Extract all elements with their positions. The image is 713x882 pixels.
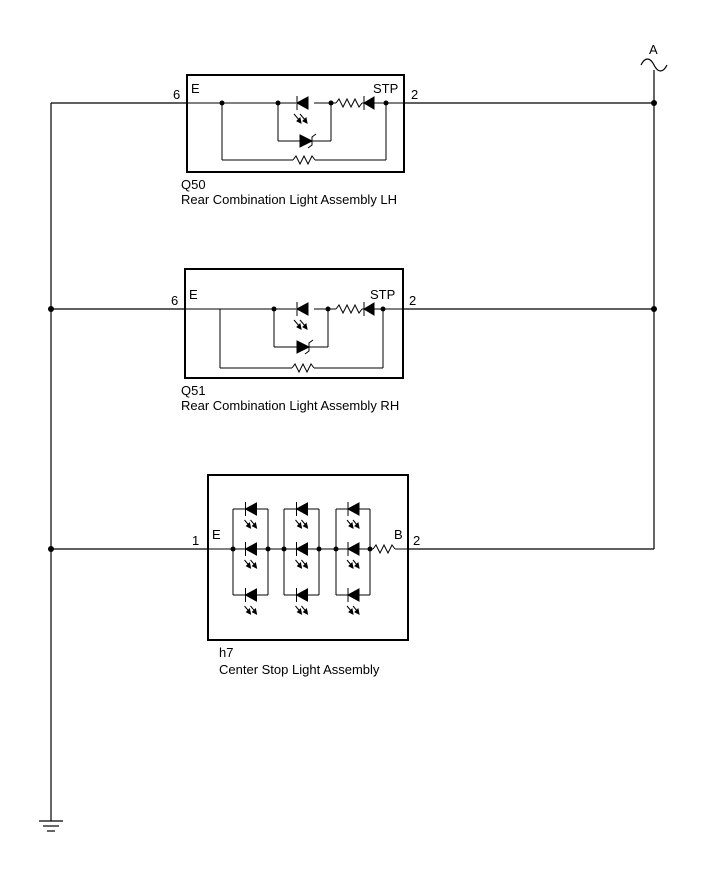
light-emission-icon <box>346 559 360 569</box>
led-icon <box>295 542 308 556</box>
wire-break-symbol <box>640 58 668 72</box>
light-emission-icon <box>244 519 258 529</box>
light-emission-icon <box>295 605 309 615</box>
junction-dot <box>48 306 54 312</box>
zener-diode-icon <box>296 339 314 355</box>
q50-pin-left-name: E <box>191 81 200 96</box>
junction-dot <box>651 306 657 312</box>
q51-pin-left-number: 6 <box>171 293 178 308</box>
led-icon <box>244 542 257 556</box>
led-icon <box>295 96 309 110</box>
light-emission-icon <box>244 559 258 569</box>
h7-led-array <box>230 502 373 615</box>
q50-pin-right-number: 2 <box>411 87 418 102</box>
q51-pin-right-name: STP <box>370 287 395 302</box>
connector-a-label: A <box>649 42 658 57</box>
q50-box <box>186 74 405 173</box>
led-icon <box>295 588 308 602</box>
junction-dot <box>48 546 54 552</box>
diode-icon <box>363 96 375 110</box>
led-icon <box>295 302 309 316</box>
q51-code: Q51 <box>181 383 206 398</box>
led-icon <box>244 502 257 516</box>
light-emission-icon <box>293 113 308 124</box>
light-emission-icon <box>293 319 308 330</box>
h7-pin-right-number: 2 <box>413 533 420 548</box>
light-emission-icon <box>295 559 309 569</box>
light-emission-icon <box>295 519 309 529</box>
q50-name: Rear Combination Light Assembly LH <box>181 192 397 207</box>
h7-pin-right-name: B <box>394 527 403 542</box>
light-emission-icon <box>244 605 258 615</box>
q50-component: 6 E STP 2 Q50 Rear Combination Light Ass… <box>173 74 418 207</box>
q51-pin-left-name: E <box>189 287 198 302</box>
q50-pin-right-name: STP <box>373 81 398 96</box>
q51-box <box>184 268 404 379</box>
h7-box <box>207 474 409 641</box>
junction-dot <box>651 100 657 106</box>
light-emission-icon <box>346 519 360 529</box>
resistor-icon <box>292 154 316 166</box>
connector-a: A <box>640 42 668 72</box>
h7-name: Center Stop Light Assembly <box>219 662 380 677</box>
zener-diode-icon <box>299 133 317 149</box>
h7-code: h7 <box>219 645 233 660</box>
resistor-icon <box>291 362 315 374</box>
q51-name: Rear Combination Light Assembly RH <box>181 398 399 413</box>
junction-dot <box>265 546 271 552</box>
junction-dot <box>333 546 339 552</box>
junction-dot <box>281 546 287 552</box>
h7-component: 1 E B 2 h7 Center Stop Light Assembly <box>192 474 420 677</box>
junction-dot <box>367 546 373 552</box>
diode-icon <box>363 302 375 316</box>
h7-pin-left-name: E <box>212 527 221 542</box>
q50-pin-left-number: 6 <box>173 87 180 102</box>
resistor-icon <box>335 303 363 315</box>
junction-dot <box>316 546 322 552</box>
led-icon <box>346 542 360 556</box>
led-icon <box>295 502 308 516</box>
led-icon <box>346 588 360 602</box>
led-icon <box>346 502 360 516</box>
q51-component: 6 E STP 2 Q51 Rear Combination Light Ass… <box>171 268 416 413</box>
resistor-icon <box>372 543 396 555</box>
resistor-icon <box>335 97 363 109</box>
led-icon <box>244 588 257 602</box>
h7-pin-left-number: 1 <box>192 533 199 548</box>
ground-icon <box>39 820 63 832</box>
q50-code: Q50 <box>181 177 206 192</box>
light-emission-icon <box>346 605 360 615</box>
junction-dot <box>230 546 236 552</box>
bus-wires <box>48 70 657 821</box>
q51-pin-right-number: 2 <box>409 293 416 308</box>
